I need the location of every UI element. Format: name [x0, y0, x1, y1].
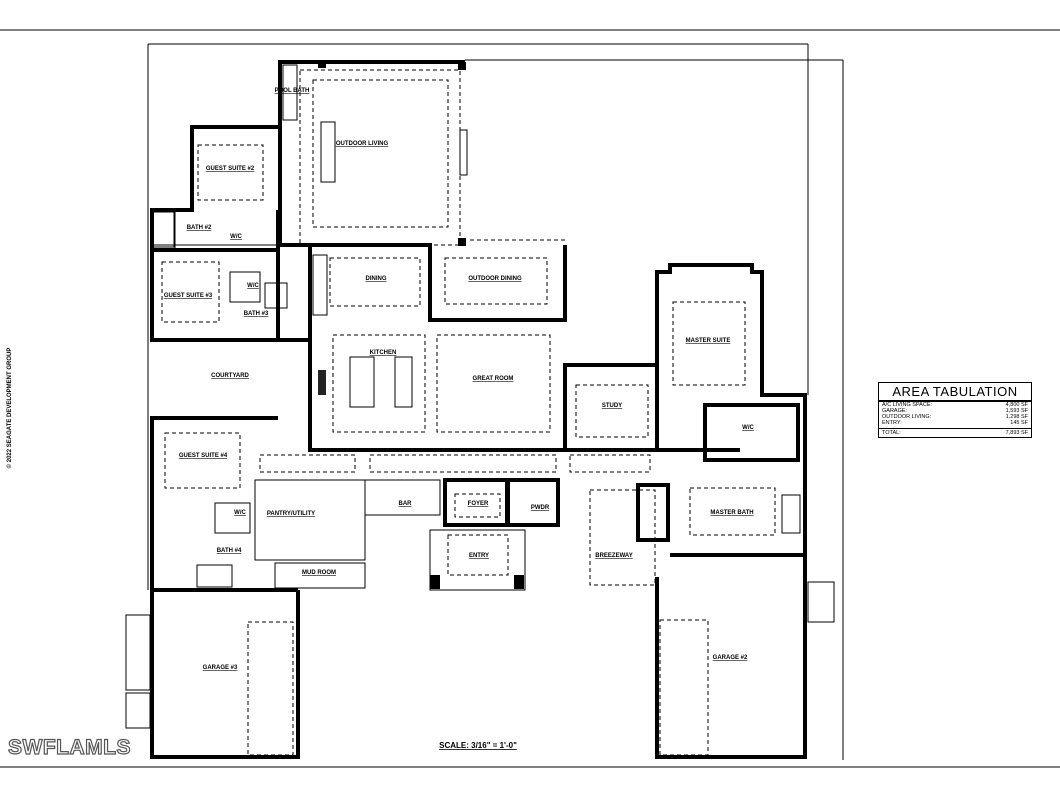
- area-tabulation-table: AREA TABULATION A/C LIVING SPACE: 4,800 S…: [878, 382, 1032, 438]
- area-row-label: OUTDOOR LIVING:: [882, 414, 932, 420]
- room-label: BAR: [399, 501, 413, 507]
- room-label: ENTRY: [469, 553, 489, 559]
- garage-3: [125, 590, 300, 759]
- area-row: ENTRY: 145 SF: [879, 420, 1031, 426]
- guest-wing-south: [150, 416, 366, 592]
- room-label: W/C: [234, 510, 246, 516]
- room-label: OUTDOOR DINING: [468, 276, 522, 282]
- room-label: PANTRY/UTILITY: [267, 511, 315, 517]
- room-label: W/C: [230, 234, 242, 240]
- area-row-value: 145 SF: [1010, 420, 1028, 426]
- area-row: OUTDOOR LIVING: 1,298 SF: [879, 414, 1031, 420]
- central-core: [308, 239, 740, 452]
- guest-wing-north: [150, 125, 310, 342]
- watermark: SWFLAMLS: [7, 735, 131, 759]
- room-label: MASTER BATH: [710, 510, 753, 516]
- room-label: W/C: [247, 283, 259, 289]
- room-label: POOL BATH: [275, 88, 310, 94]
- scale-label: SCALE: 3/16" = 1'-0": [439, 741, 517, 750]
- area-row-value: 1,298 SF: [1005, 414, 1028, 420]
- room-label: PWDR: [531, 505, 550, 511]
- area-row: GARAGE: 1,593 SF: [879, 408, 1031, 414]
- copyright-notice: © 2022 SEAGATE DEVELOPMENT GROUP: [7, 347, 13, 469]
- room-label: W/C: [742, 425, 754, 431]
- room-label: GUEST SUITE #4: [179, 453, 228, 459]
- master-wing: [563, 263, 807, 586]
- area-row-value: 4,800 SF: [1005, 402, 1028, 408]
- area-total-label: TOTAL:: [882, 430, 901, 436]
- room-label: BREEZEWAY: [595, 553, 632, 559]
- room-label: KITCHEN: [370, 350, 397, 356]
- area-row-label: ENTRY:: [882, 420, 902, 426]
- area-tabulation-title: AREA TABULATION: [879, 383, 1031, 402]
- area-row: A/C LIVING SPACE: 4,800 SF: [879, 402, 1031, 408]
- area-row-value: 1,593 SF: [1005, 408, 1028, 414]
- area-total-row: TOTAL: 7,893 SF: [879, 428, 1031, 437]
- room-label: MUD ROOM: [302, 570, 336, 576]
- area-total-value: 7,893 SF: [1005, 430, 1028, 436]
- room-label: COURTYARD: [211, 373, 249, 379]
- area-row-label: A/C LIVING SPACE:: [882, 402, 933, 408]
- room-label: STUDY: [602, 403, 622, 409]
- room-label: MASTER SUITE: [686, 338, 731, 344]
- garage-2: [655, 555, 835, 759]
- room-label: GARAGE #3: [203, 665, 238, 671]
- room-label: DINING: [366, 276, 387, 282]
- area-row-label: GARAGE:: [882, 408, 908, 414]
- room-label: GUEST SUITE #2: [206, 166, 255, 172]
- room-label: GARAGE #2: [713, 655, 748, 661]
- room-label: BATH #4: [217, 548, 242, 554]
- room-label: GUEST SUITE #3: [164, 293, 213, 299]
- gallery: [259, 454, 651, 473]
- room-label: BATH #3: [244, 311, 269, 317]
- entry-area: [364, 478, 560, 591]
- room-label: OUTDOOR LIVING: [336, 141, 389, 147]
- room-label: GREAT ROOM: [473, 376, 514, 382]
- room-label: FOYER: [468, 501, 489, 507]
- room-label: BATH #2: [187, 225, 212, 231]
